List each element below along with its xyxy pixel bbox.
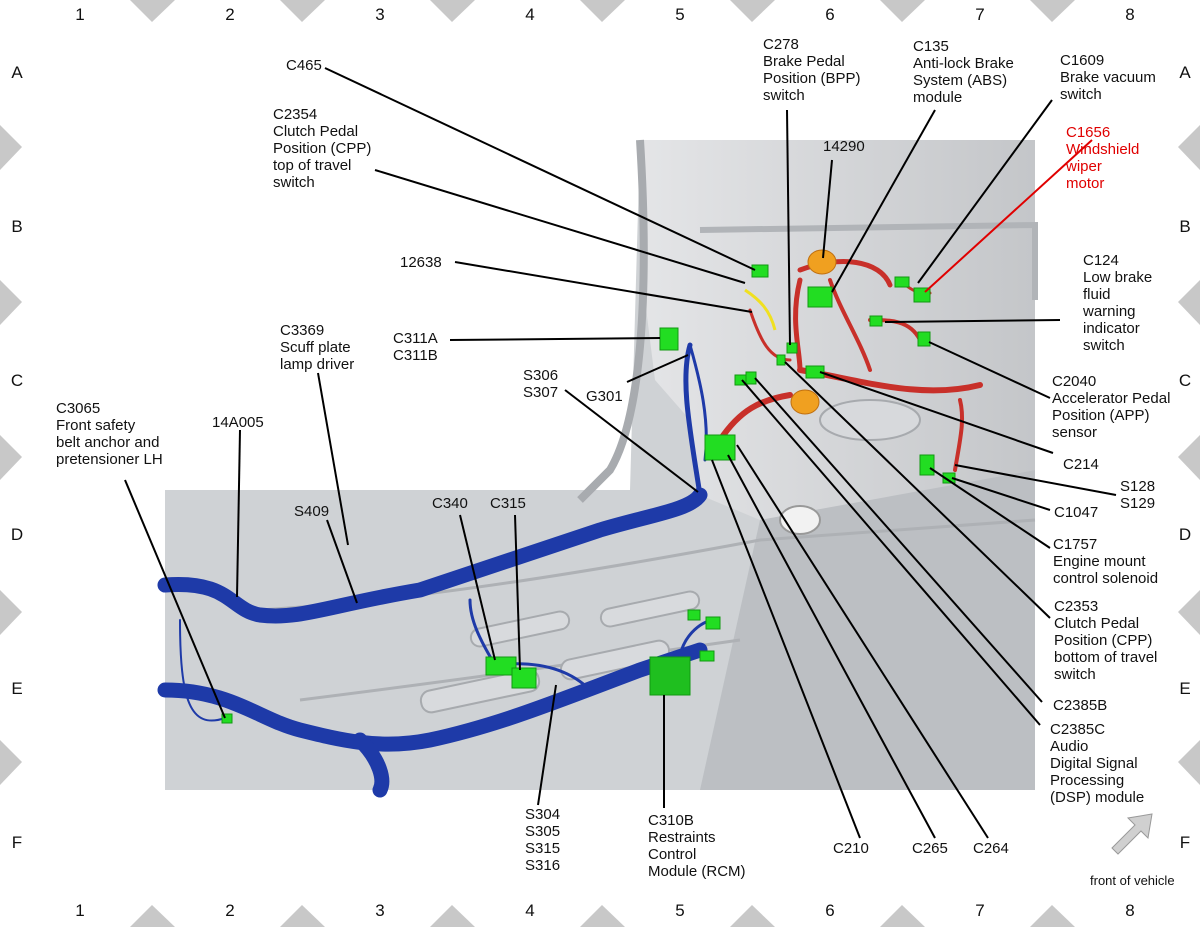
label-s304: S304 S305 S315 S316	[525, 806, 561, 874]
label-c214: C214	[1063, 456, 1099, 473]
label-14a005: 14A005	[212, 414, 264, 431]
label-c2040: C2040 Accelerator Pedal Position (APP) s…	[1052, 373, 1171, 441]
label-c311: C311A C311B	[393, 330, 438, 364]
grid-col-4-bottom: 4	[525, 901, 534, 920]
grid-col-5: 5	[675, 5, 684, 24]
label-c3369: C3369 Scuff plate lamp driver	[280, 322, 355, 373]
label-c2354: C2354 Clutch Pedal Position (CPP) top of…	[273, 106, 372, 191]
label-g301: G301	[586, 388, 623, 405]
grid-col-2-bottom: 2	[225, 901, 234, 920]
orange-components	[790, 249, 837, 415]
grid-labels: 1 2 3 4 5 6 7 8 1 2 3 4 5 6 7 8 A B C D …	[11, 5, 1191, 920]
label-c2385c: C2385C Audio Digital Signal Processing (…	[1050, 721, 1145, 806]
grid-row-b-right: B	[1179, 217, 1190, 236]
label-c340: C340	[432, 495, 468, 512]
leader-lines	[124, 67, 1117, 839]
label-c2353: C2353 Clutch Pedal Position (CPP) bottom…	[1054, 598, 1158, 683]
connectors	[221, 264, 956, 724]
grid-row-d: D	[11, 525, 23, 544]
grid-row-f: F	[12, 833, 22, 852]
leader-line-wiper	[924, 139, 1093, 293]
label-c1047: C1047	[1054, 504, 1099, 521]
grid-row-d-right: D	[1179, 525, 1191, 544]
grid-row-e-right: E	[1179, 679, 1190, 698]
arrow-up-right-icon	[1111, 813, 1153, 855]
grid-col-6-bottom: 6	[825, 901, 834, 920]
front-of-vehicle-note: front of vehicle	[1090, 873, 1175, 888]
grid-row-e: E	[11, 679, 22, 698]
grid-col-5-bottom: 5	[675, 901, 684, 920]
label-c3065: C3065 Front safety belt anchor and prete…	[56, 400, 163, 468]
label-c124: C124 Low brake fluid warning indicator s…	[1083, 252, 1153, 354]
label-14290: 14290	[823, 138, 865, 155]
grid-row-a-right: A	[1179, 63, 1191, 82]
grid-col-8-bottom: 8	[1125, 901, 1134, 920]
label-s306: S306 S307	[523, 367, 559, 401]
grid-col-1-bottom: 1	[75, 901, 84, 920]
label-c264: C264	[973, 840, 1009, 857]
label-c1656: C1656 Windshield wiper motor	[1066, 124, 1140, 192]
label-12638: 12638	[400, 254, 442, 271]
grid-col-7-bottom: 7	[975, 901, 984, 920]
grid-col-2: 2	[225, 5, 234, 24]
label-c265: C265	[912, 840, 948, 857]
yellow-wire	[744, 288, 777, 331]
label-c310b: C310B Restraints Control Module (RCM)	[648, 812, 746, 880]
label-c2385b: C2385B	[1053, 697, 1108, 714]
label-c465: C465	[286, 57, 322, 74]
label-c135: C135 Anti-lock Brake System (ABS) module	[913, 38, 1014, 106]
label-c278: C278 Brake Pedal Position (BPP) switch	[763, 36, 861, 104]
label-s128: S128 S129	[1120, 478, 1156, 512]
grid-col-7: 7	[975, 5, 984, 24]
grid-row-b: B	[11, 217, 22, 236]
label-c1757: C1757 Engine mount control solenoid	[1053, 536, 1159, 587]
grid-row-f-right: F	[1180, 833, 1190, 852]
grid-col-1: 1	[75, 5, 84, 24]
label-s409: S409	[294, 503, 330, 520]
grid-row-c: C	[11, 371, 23, 390]
grid-col-3-bottom: 3	[375, 901, 384, 920]
label-c1609: C1609 Brake vacuum switch	[1060, 52, 1156, 103]
label-c210: C210	[833, 840, 869, 857]
grid-row-c-right: C	[1179, 371, 1191, 390]
grid-col-4: 4	[525, 5, 534, 24]
grid-row-a: A	[11, 63, 23, 82]
label-c315: C315	[490, 495, 526, 512]
grid-col-3: 3	[375, 5, 384, 24]
grid-col-8: 8	[1125, 5, 1134, 24]
grid-col-6: 6	[825, 5, 834, 24]
